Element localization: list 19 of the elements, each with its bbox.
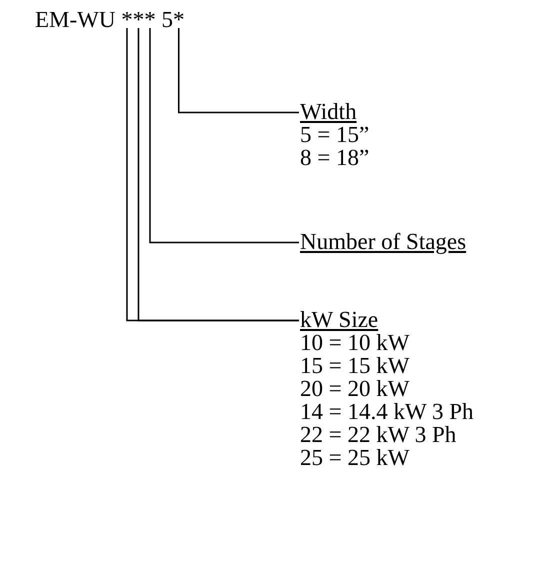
leader-line: [149, 28, 299, 244]
field-heading: kW Size: [300, 308, 380, 331]
field-heading: Width: [300, 100, 358, 123]
code-value: 25 = 25 kW: [300, 446, 410, 469]
field-heading: Number of Stages: [300, 230, 466, 253]
leader-line: [178, 28, 299, 114]
code-character: *: [172, 7, 184, 32]
code-character: *: [121, 7, 133, 32]
code-value: 15 = 15 kW: [300, 354, 410, 377]
code-value: 20 = 20 kW: [300, 377, 410, 400]
code-value: 8 = 18”: [300, 146, 370, 169]
code-value: 22 = 22 kW 3 Ph: [300, 423, 458, 446]
code-character: *: [132, 7, 144, 32]
code-value: 5 = 15”: [300, 123, 370, 146]
code-character: *: [144, 7, 156, 32]
model-prefix: EM-WU: [35, 7, 116, 32]
code-value: 14 = 14.4 kW 3 Ph: [300, 400, 474, 423]
code-digit: 5: [161, 7, 173, 32]
code-value: 10 = 10 kW: [300, 331, 410, 354]
